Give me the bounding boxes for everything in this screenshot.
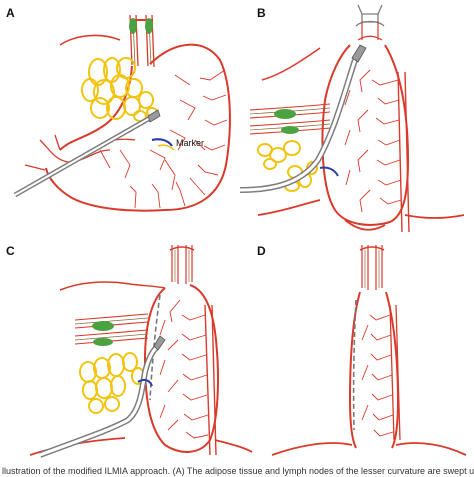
outer-line-c: [59, 281, 166, 291]
marker-label: Marker: [176, 138, 204, 148]
nerve-node-c2: [93, 338, 113, 346]
lymph-nodes-c: [79, 352, 145, 414]
panel-d: D: [257, 244, 467, 456]
stomach-outline-a: [45, 43, 231, 212]
endoscope-b: [239, 44, 367, 193]
marker-clip-a2: [157, 144, 175, 151]
marker-clip-c: [137, 378, 153, 387]
gastric-tube-outline-d: [348, 291, 400, 449]
greater-curvature-vessels-d: [389, 304, 401, 441]
marker-clip-a: [151, 138, 173, 147]
greater-curvature-vessels-b: [397, 71, 410, 233]
panel-b-label: B: [257, 6, 266, 20]
esophagus-d-fibers: [364, 250, 380, 288]
instrument-c: [38, 335, 166, 458]
gastric-vessels-b: [344, 69, 402, 213]
nerve-node-c1: [92, 321, 114, 331]
figure-caption: llustration of the modified ILMIA approa…: [2, 466, 474, 476]
panel-d-label: D: [257, 244, 266, 258]
lesser-curvature-a: [59, 65, 133, 151]
gastric-vessels-d: [361, 314, 394, 437]
nerve-node-b1: [274, 109, 296, 119]
nerve-node-b2: [281, 126, 299, 134]
esophagus-c: [169, 245, 195, 284]
esophagus-c-fibers: [174, 250, 190, 282]
outer-line-b: [261, 47, 321, 81]
gastric-vessels-c: [159, 299, 209, 439]
gastric-vessels-a: [99, 69, 228, 209]
marker-clip-b: [319, 166, 339, 177]
panel-c: C: [6, 244, 253, 458]
nerve-node-a1: [129, 18, 137, 34]
staple-line-d: [352, 299, 357, 431]
greater-curvature-vessels-c: [204, 304, 217, 456]
panel-b: B: [239, 4, 465, 233]
nerve-node-a2: [145, 18, 153, 34]
stomach-outline-b: [321, 44, 410, 226]
panel-a-label: A: [6, 6, 15, 20]
lymph-nodes-a: [81, 57, 158, 122]
left-vessels-a: [24, 134, 136, 171]
panel-a: A: [6, 6, 231, 212]
instrument-a: [13, 109, 161, 198]
panel-c-label: C: [6, 244, 15, 258]
esophagus-d: [359, 245, 385, 290]
base-curve-d: [271, 442, 467, 456]
stapler-head-b: [355, 4, 385, 27]
nerve-fibers-c: [74, 317, 149, 341]
stomach-outline-c: [143, 284, 219, 453]
esophagus-b: [357, 22, 383, 41]
left-contour-a: [59, 34, 121, 46]
